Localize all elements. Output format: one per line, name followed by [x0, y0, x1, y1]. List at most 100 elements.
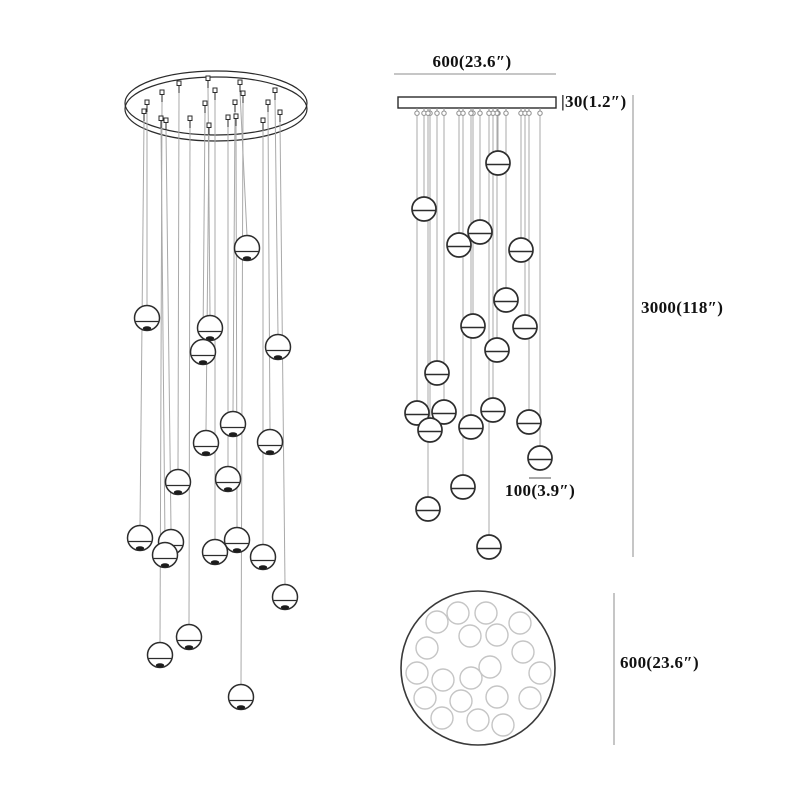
connector-ring [477, 110, 483, 116]
pendant-wire [232, 111, 236, 412]
plan-hole [478, 655, 502, 679]
gripper-head [240, 90, 246, 96]
glass-globe [480, 397, 506, 423]
glass-globe [476, 534, 502, 560]
glass-globe [264, 333, 292, 361]
glass-globe [493, 287, 519, 313]
gripper-head [260, 117, 266, 123]
glass-globe [424, 360, 450, 386]
gripper-head [265, 99, 271, 105]
glass-globe [219, 410, 247, 438]
gripper-head [277, 109, 283, 115]
plan-hole [431, 668, 455, 692]
plan-view [400, 590, 615, 746]
dim-canopy-thickness-label: |30(1.2″) [561, 92, 627, 111]
gripper-head [202, 100, 208, 106]
plan-hole [430, 706, 454, 730]
pendant-wire [165, 129, 172, 530]
gripper-head [206, 122, 212, 128]
glass-globe [484, 337, 510, 363]
plan-hole [528, 661, 552, 685]
glass-globe [189, 338, 217, 366]
glass-globe [192, 429, 220, 457]
plan-hole [474, 601, 498, 625]
elevation-view [394, 73, 634, 560]
connector-ring [425, 110, 431, 116]
connector-ring [434, 110, 440, 116]
globe-base-notch [142, 326, 152, 331]
globe-base-notch [210, 560, 220, 565]
glass-globe [417, 417, 443, 443]
pendant-wire [240, 102, 244, 685]
gripper-head [141, 108, 147, 114]
glass-globe [527, 445, 553, 471]
globe-base-notch [242, 256, 252, 261]
connector-ring [468, 110, 474, 116]
connector-ring [441, 110, 447, 116]
glass-globe [404, 400, 430, 426]
plan-hole [405, 661, 429, 685]
plan-hole [458, 624, 482, 648]
ceiling-plate [397, 96, 557, 109]
perspective-view [124, 70, 308, 711]
globe-base-notch [228, 432, 238, 437]
globe-base-notch [135, 546, 145, 551]
glass-globe [415, 496, 441, 522]
plan-hole [466, 708, 490, 732]
canopy-rim-front [124, 76, 308, 142]
pendant-wire [202, 112, 206, 340]
glass-globe [175, 623, 203, 651]
plan-hole [491, 713, 515, 737]
glass-globe [411, 196, 437, 222]
pendant-wire [267, 111, 271, 430]
glass-globe [164, 468, 192, 496]
glass-globe [223, 526, 251, 554]
dim-canopy-width-label: 600(23.6″) [432, 52, 512, 71]
pendant-wire [235, 125, 238, 528]
plan-hole [508, 611, 532, 635]
globe-base-notch [280, 605, 290, 610]
plan-hole [413, 686, 437, 710]
globe-base-notch [173, 490, 183, 495]
globe-base-notch [223, 487, 233, 492]
gripper-head [237, 79, 243, 85]
gripper-head [232, 99, 238, 105]
glass-globe [227, 683, 255, 711]
plan-hole [485, 623, 509, 647]
glass-globe [133, 304, 161, 332]
globe-base-notch [258, 565, 268, 570]
globe-base-notch [184, 645, 194, 650]
globe-base-notch [198, 360, 208, 365]
dim-plan-diameter-label: 600(23.6″) [620, 653, 699, 672]
globe-base-notch [155, 663, 165, 668]
plan-hole [446, 601, 470, 625]
gripper-head [159, 89, 165, 95]
gripper-head [225, 114, 231, 120]
gripper-head [212, 87, 218, 93]
pendant-wire [205, 134, 210, 431]
glass-globe [458, 414, 484, 440]
plan-hole [449, 689, 473, 713]
pendant-wire [274, 99, 279, 335]
gripper-head [187, 115, 193, 121]
glass-globe [516, 409, 542, 435]
glass-globe [431, 399, 457, 425]
globe-base-notch [265, 450, 275, 455]
connector-ring [526, 110, 532, 116]
canopy-rim-back [124, 70, 308, 136]
glass-globe [508, 237, 534, 263]
globe-base-notch [232, 548, 242, 553]
connector-ring [486, 110, 492, 116]
globe-base-notch [236, 705, 246, 710]
gripper-head [272, 87, 278, 93]
dim-globe-diameter-label: 100(3.9″) [504, 481, 576, 500]
gripper-head [176, 80, 182, 86]
glass-globe [201, 538, 229, 566]
connector-ring [460, 110, 466, 116]
plan-hole [425, 610, 449, 634]
glass-globe [249, 543, 277, 571]
glass-globe [151, 541, 179, 569]
plan-hole [485, 685, 509, 709]
